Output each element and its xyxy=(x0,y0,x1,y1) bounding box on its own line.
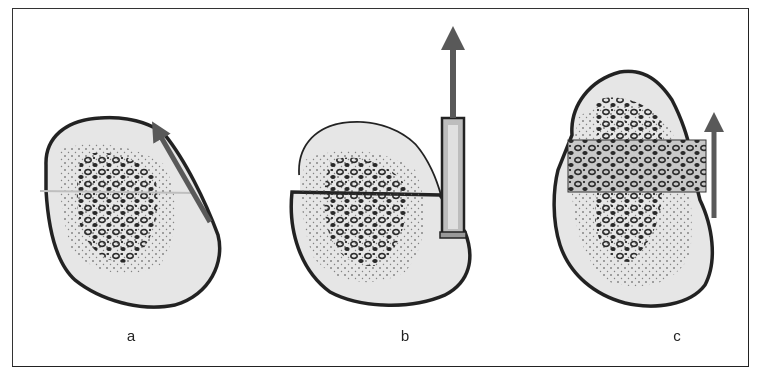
panel-a-bone xyxy=(40,118,220,307)
label-b: b xyxy=(395,328,415,345)
panel-b-bone xyxy=(291,38,470,305)
label-c: c xyxy=(667,328,687,345)
panel-c-bone xyxy=(554,71,714,306)
label-a: a xyxy=(121,328,141,345)
